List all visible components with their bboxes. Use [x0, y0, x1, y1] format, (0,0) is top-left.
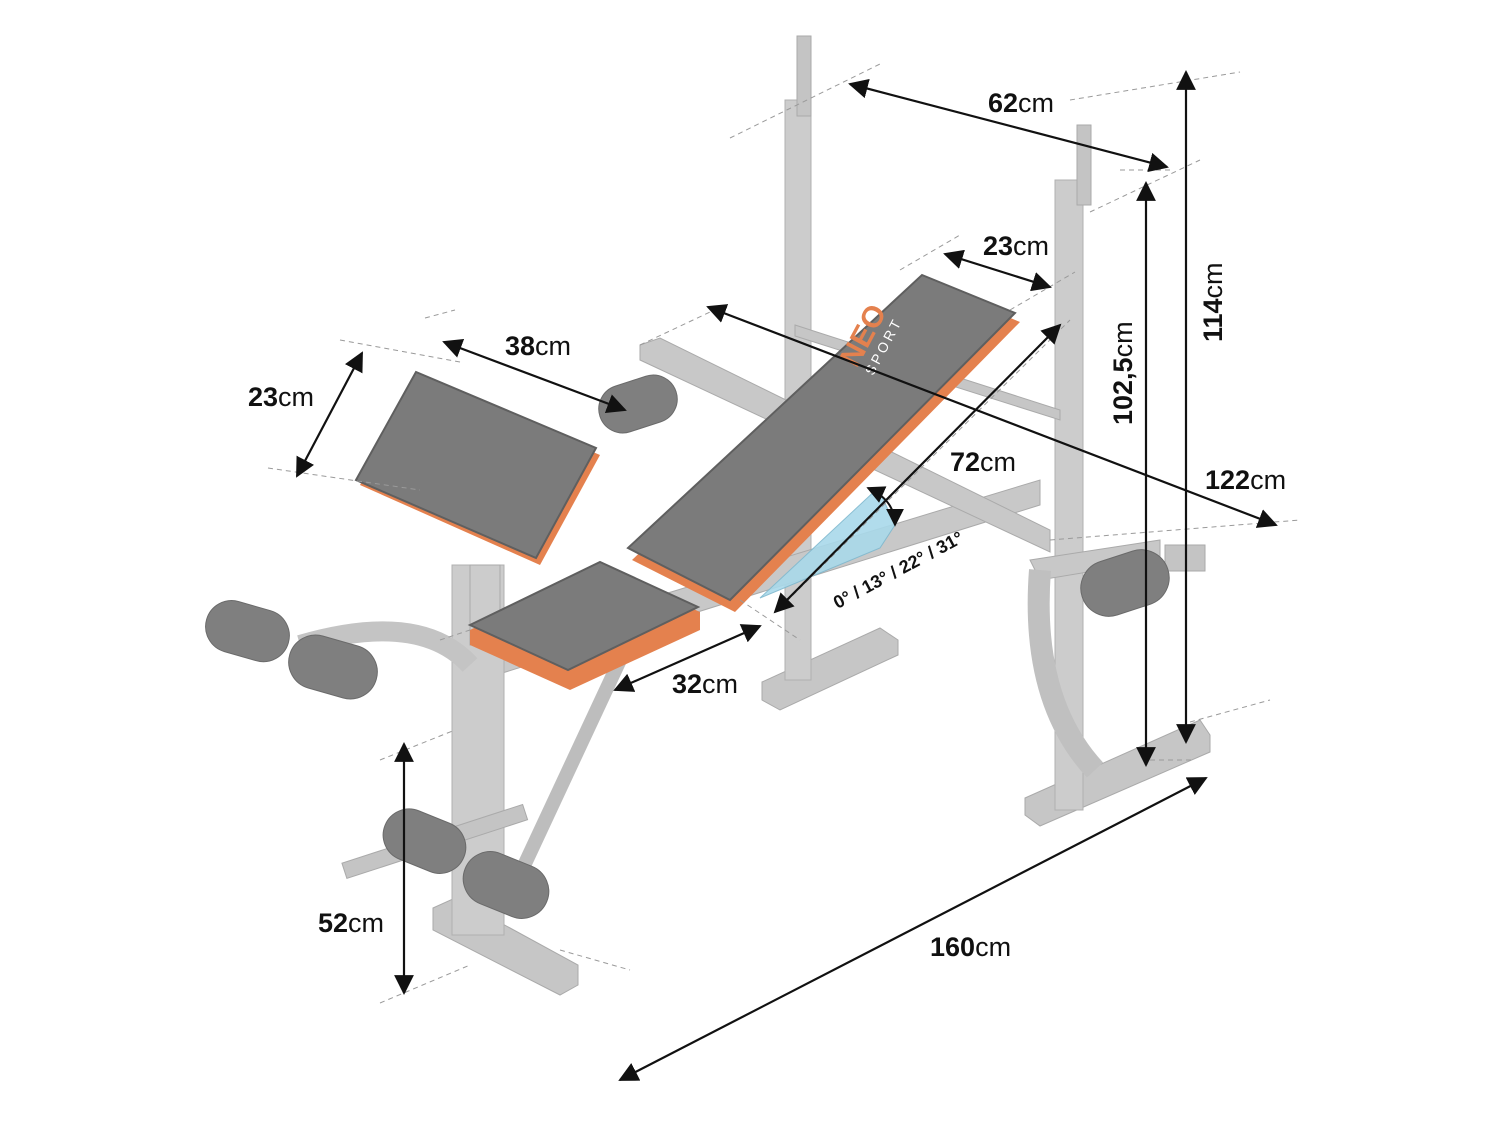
label-back-pad-width: 23cm	[983, 231, 1050, 261]
arrow-seat-length	[613, 624, 762, 692]
angle-arc	[866, 486, 904, 527]
rear-right-foot	[1024, 719, 1211, 827]
label-total-length: 160cm	[930, 932, 1012, 962]
right-upright-tip	[1076, 124, 1092, 206]
label-preacher-length: 38cm	[505, 331, 572, 361]
arm-roller-2	[288, 634, 378, 700]
arrow-total-width	[706, 304, 1278, 528]
left-upright-tip	[796, 35, 812, 117]
arrow-total-length	[618, 777, 1208, 1081]
label-max-height: 114cm	[1198, 262, 1228, 342]
arrow-preacher-length	[442, 338, 627, 414]
label-total-width: 122cm	[1205, 465, 1287, 495]
diagonal-brace	[515, 657, 627, 873]
arrow-back-pad-width	[943, 249, 1052, 292]
arm-roller-1	[205, 600, 290, 663]
seat-pad	[467, 560, 701, 690]
arrow-top-width	[848, 78, 1169, 173]
foam-rollers	[205, 374, 1170, 919]
label-seat-length: 32cm	[672, 669, 739, 699]
bench-illustration: NEO SPORT	[205, 35, 1211, 996]
dimension-arrows	[296, 70, 1278, 1081]
label-upright-height: 102,5cm	[1108, 321, 1138, 425]
label-leg-height: 52cm	[318, 908, 385, 938]
label-back-pad-length: 72cm	[950, 447, 1017, 477]
label-top-width: 62cm	[988, 88, 1055, 118]
label-preacher-width: 23cm	[248, 382, 315, 412]
arrow-preacher-width	[296, 351, 363, 478]
rear-left-foot	[761, 627, 899, 711]
leg-roller-2	[462, 851, 550, 919]
